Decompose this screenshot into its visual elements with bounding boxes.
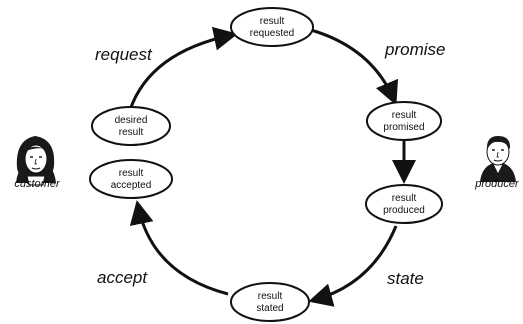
svg-text:result: result [392, 193, 417, 204]
svg-text:result: result [119, 168, 144, 179]
node-result-promised: result promised [366, 101, 442, 141]
svg-text:requested: requested [250, 28, 294, 39]
svg-text:result: result [258, 291, 283, 302]
node-result-accepted: result accepted [89, 159, 173, 199]
svg-text:promised: promised [383, 122, 424, 133]
arc-accept [129, 200, 229, 296]
arc-state [308, 225, 398, 307]
node-result-stated: result stated [230, 282, 310, 322]
svg-text:produced: produced [383, 205, 425, 216]
svg-text:result: result [392, 110, 417, 121]
node-result-produced: result produced [365, 184, 443, 224]
svg-text:stated: stated [256, 303, 283, 314]
label-request: request [95, 45, 153, 64]
arc-request [128, 26, 238, 111]
arc-promise [310, 28, 399, 106]
label-promise: promise [384, 40, 445, 59]
node-result-requested: result requested [230, 7, 314, 47]
label-accept: accept [97, 268, 148, 287]
svg-text:accepted: accepted [111, 180, 152, 191]
label-producer: producer [474, 178, 520, 190]
customer-icon [16, 136, 56, 186]
svg-text:result: result [119, 127, 144, 138]
svg-text:result: result [260, 16, 285, 27]
producer-icon [480, 136, 516, 182]
svg-text:desired: desired [115, 115, 148, 126]
label-state: state [387, 269, 424, 288]
node-desired-result: desired result [91, 106, 171, 146]
label-customer: customer [14, 178, 61, 190]
